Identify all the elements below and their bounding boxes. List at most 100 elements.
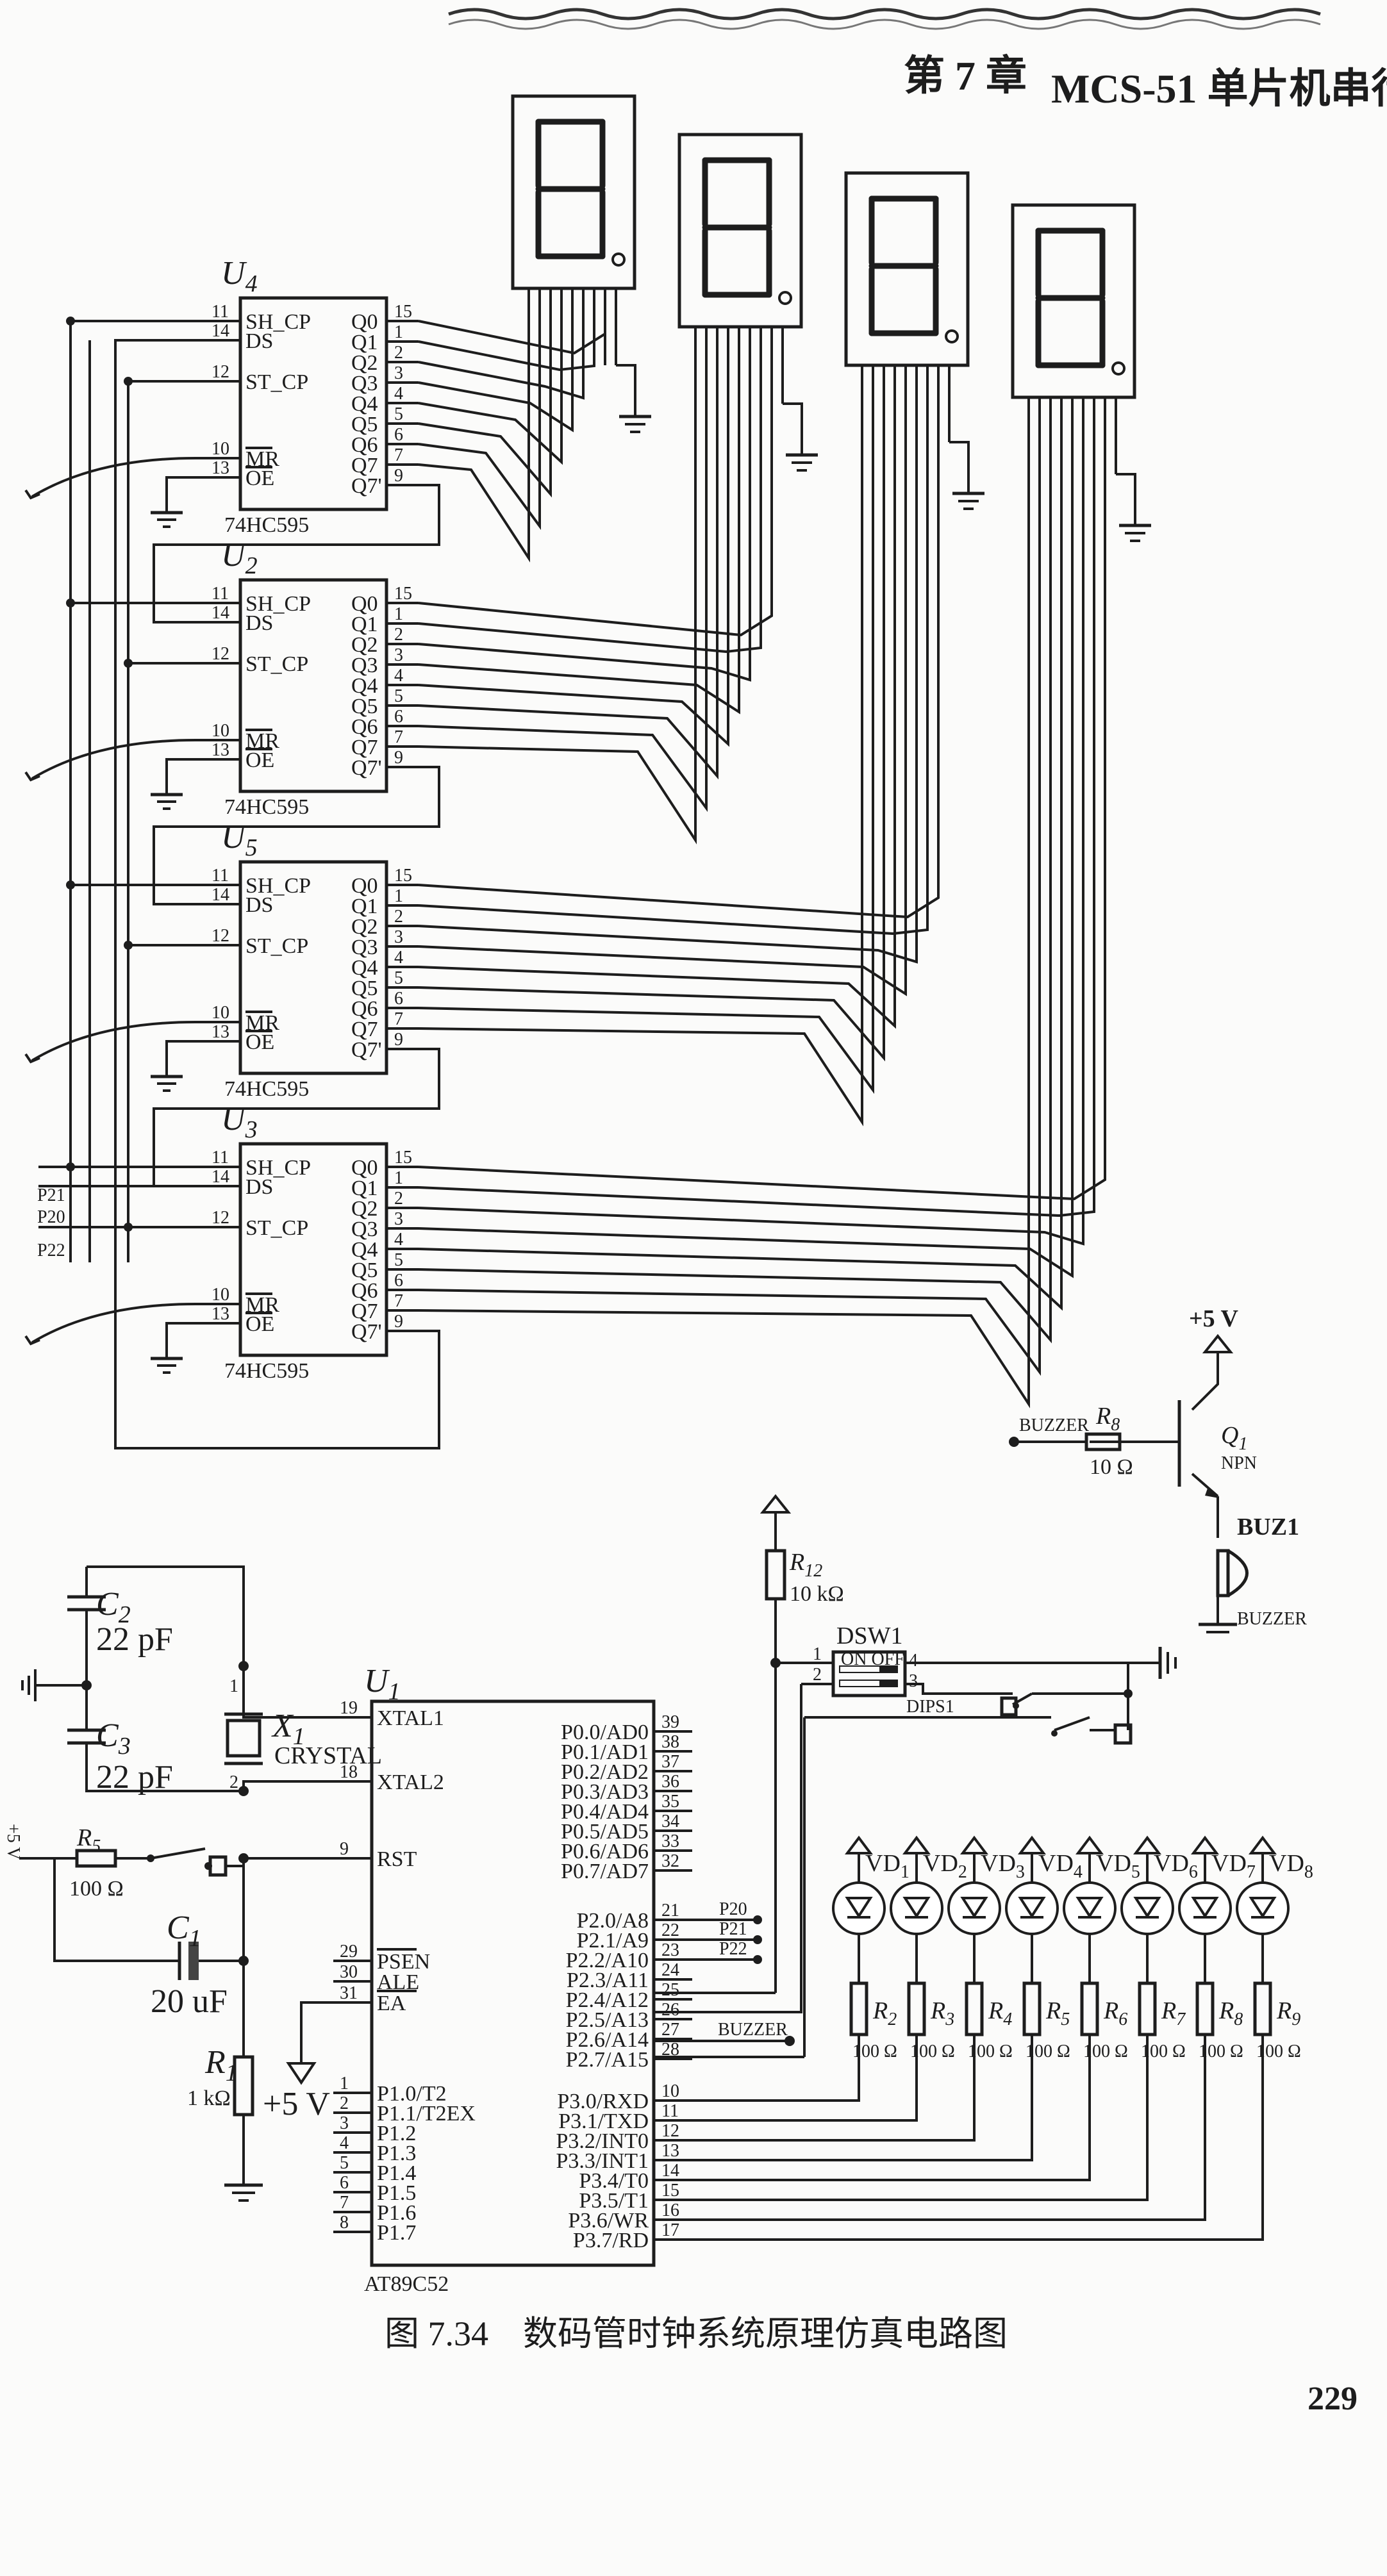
buzzer-part: BUZZER xyxy=(1237,1609,1307,1629)
sr-pin-number: 15 xyxy=(394,584,412,604)
shift-register-part: 74HC595 xyxy=(224,1077,309,1101)
mcu-pin-name: XTAL1 xyxy=(377,1706,444,1730)
mcu-pin-number: 9 xyxy=(340,1839,349,1859)
led-label: VD3 xyxy=(981,1850,1025,1882)
sr-pin-name: Q1 xyxy=(351,613,378,636)
sr-pin-number: 4 xyxy=(394,948,403,968)
led-label: VD2 xyxy=(923,1850,967,1882)
net-label-group: P21 P20 P22 xyxy=(37,1185,65,1260)
net-label-p22: P22 xyxy=(37,1241,65,1260)
mcu-pin-number: 11 xyxy=(661,2101,679,2121)
sr-pin-name: Q4 xyxy=(351,674,378,698)
q1-type: NPN xyxy=(1221,1453,1257,1473)
mcu-p2-net-labels: P20 P21 P22 xyxy=(654,1899,762,1964)
seven-segment-display-1 xyxy=(418,94,651,563)
shift-register-designator: U5 xyxy=(221,819,258,861)
mcu-pin-name: P3.5/T1 xyxy=(579,2189,649,2213)
dip-switch-name: DSW1 xyxy=(836,1622,902,1649)
sr-pin-name: Q2 xyxy=(351,915,378,939)
led-label: VD7 xyxy=(1211,1850,1256,1882)
mcu-pin-name: XTAL2 xyxy=(377,1771,444,1794)
buzzer-net-label: BUZZER xyxy=(1019,1416,1089,1435)
mcu-pin-name: P3.2/INT0 xyxy=(556,2129,649,2153)
mcu-pin-number: 37 xyxy=(661,1752,679,1772)
sr-pin-name: ST_CP xyxy=(245,652,308,676)
sr-pin-name: Q5 xyxy=(351,977,378,1000)
mcu-pin-number: 2 xyxy=(340,2093,349,2113)
q1-label: Q1 xyxy=(1221,1422,1247,1454)
mcu-designator: U1 xyxy=(364,1663,401,1705)
sr-pin-name: Q0 xyxy=(351,1156,378,1180)
sr-pin-name: OE xyxy=(245,1030,274,1054)
ea-supply-label: +5 V xyxy=(263,2086,330,2122)
shift-register-part: 74HC595 xyxy=(224,513,309,537)
mcu-pin-name: RST xyxy=(377,1847,417,1871)
sr-pin-name: Q7' xyxy=(351,1038,382,1062)
sr-pin-name: Q7' xyxy=(351,1320,382,1344)
sr-pin-number: 4 xyxy=(394,384,403,404)
r1-value: 1 kΩ xyxy=(187,2086,231,2110)
mcu-pin-number: 12 xyxy=(661,2121,679,2141)
sr-pin-name: Q7 xyxy=(351,1300,378,1323)
r12-label: R12 xyxy=(789,1549,822,1581)
sr-pin-number: 9 xyxy=(394,748,403,768)
led-resistor-label: R2 xyxy=(872,1997,897,2029)
sr-pin-name: Q7' xyxy=(351,756,382,780)
mcu-pin-number: 23 xyxy=(661,1940,679,1960)
sr-pin-name: Q1 xyxy=(351,331,378,354)
mcu-pin-name: P2.5/A13 xyxy=(566,2008,649,2032)
sr-pin-name: OE xyxy=(245,466,274,490)
ea-supply: +5 V xyxy=(263,2001,372,2122)
figure-caption: 图 7.34 数码管时钟系统原理仿真电路图 xyxy=(385,2315,1008,2353)
sr-pin-name: Q7 xyxy=(351,1018,378,1041)
seven-segment-display-2 xyxy=(418,133,818,845)
sr-pin-number: 2 xyxy=(394,343,403,363)
sr-pin-name: OE xyxy=(245,748,274,772)
mcu-pin-name: P2.2/A10 xyxy=(566,1949,649,1972)
led-label: VD5 xyxy=(1096,1850,1140,1882)
sr-pin-number: 2 xyxy=(394,1189,403,1209)
mcu-pin-name: P3.1/TXD xyxy=(558,2110,649,2133)
mcu-pin-name: P2.6/A14 xyxy=(566,2028,649,2052)
mcu-pin-number: 33 xyxy=(661,1831,679,1851)
mcu-net-label-p21: P21 xyxy=(719,1919,747,1939)
sr-pin-number: 13 xyxy=(212,458,229,478)
net-label-p21: P21 xyxy=(37,1185,65,1205)
mcu-pin-name: P3.4/T0 xyxy=(579,2169,649,2193)
net-label-p20: P20 xyxy=(37,1207,65,1227)
mcu-pin-name: P2.0/A8 xyxy=(577,1909,649,1933)
led-label: VD6 xyxy=(1154,1850,1198,1882)
dip-switch-body xyxy=(831,1650,907,1697)
r8-buzzer-label: R8 xyxy=(1095,1403,1120,1435)
mcu-pin-number: 14 xyxy=(661,2161,679,2181)
led-resistor-label: R5 xyxy=(1045,1997,1070,2029)
sr-pin-name: DS xyxy=(245,329,273,353)
sr-pin-name: Q6 xyxy=(351,433,378,457)
mcu-pin-name: P2.1/A9 xyxy=(577,1929,649,1953)
r1-label: R1 xyxy=(204,2044,238,2086)
sr-pin-number: 11 xyxy=(212,866,229,886)
mcu-pin-number: 4 xyxy=(340,2133,349,2153)
sr-pin-name: ST_CP xyxy=(245,1216,308,1240)
sr-pin-name: Q5 xyxy=(351,1259,378,1282)
shift-register-part: 74HC595 xyxy=(224,1359,309,1383)
mcu-pin-name: P1.0/T2 xyxy=(377,2082,447,2106)
sr-pin-name: Q3 xyxy=(351,654,378,677)
sr-pin-number: 3 xyxy=(394,645,403,665)
sr-pin-number: 1 xyxy=(394,322,403,342)
sr-pin-number: 2 xyxy=(394,625,403,645)
mcu-pin-number: 27 xyxy=(661,2020,679,2040)
sr-pin-number: 7 xyxy=(394,727,403,747)
sr-pin-number: 15 xyxy=(394,1148,412,1168)
mcu-pin-number: 15 xyxy=(661,2181,679,2200)
sr-pin-name: Q6 xyxy=(351,1279,378,1303)
sr-pin-name: Q7' xyxy=(351,474,382,498)
chapter-title: MCS-51 单片机串行口 xyxy=(1051,66,1387,111)
sr-pin-number: 15 xyxy=(394,866,412,886)
